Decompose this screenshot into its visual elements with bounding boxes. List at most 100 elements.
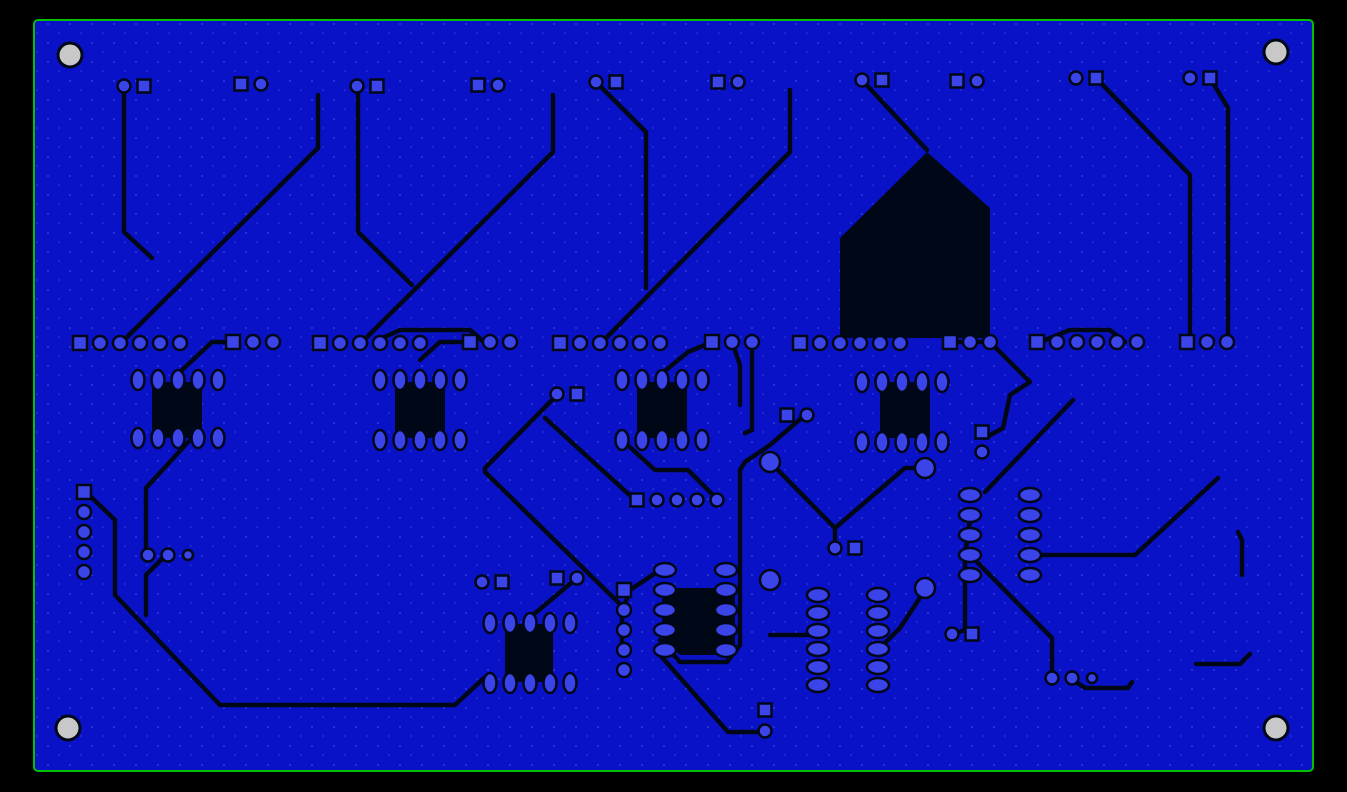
ic-pin-pad — [392, 428, 408, 452]
ic-pin-pad — [522, 671, 538, 695]
ic-pin-pad — [854, 370, 870, 394]
pin-pad — [474, 574, 490, 590]
header-pin-pad — [811, 334, 829, 352]
connector-pin-pad — [713, 561, 739, 579]
ic-pin-pad — [634, 368, 650, 392]
ic-pin-pad — [522, 611, 538, 635]
header-pin-pad — [75, 523, 93, 541]
pin-pad — [490, 77, 506, 93]
pin-pad — [588, 74, 604, 90]
ic-pin-pad — [542, 611, 558, 635]
header-pin-pad — [1068, 333, 1086, 351]
ic-pin-pad — [150, 426, 166, 450]
ic-pin-pad — [874, 370, 890, 394]
pin-pad — [649, 492, 665, 508]
header-pin-pad — [351, 334, 369, 352]
ic-pin-pad — [614, 368, 630, 392]
header-pin-pad — [391, 334, 409, 352]
pin-pad — [181, 548, 195, 562]
square-pin-pad — [71, 334, 89, 352]
ic-pin-pad — [432, 368, 448, 392]
pin-pad — [1182, 70, 1198, 86]
component-pads — [54, 38, 1290, 742]
ic-pin-pad — [542, 671, 558, 695]
header-pin-pad — [1108, 333, 1126, 351]
square-pin-pad — [75, 483, 93, 501]
connector-pin-pad — [805, 622, 831, 640]
pin-pad — [160, 547, 176, 563]
ic-pin-pad — [452, 368, 468, 392]
copper-traces — [83, 75, 1253, 735]
header-pin-pad — [131, 334, 149, 352]
mounting-hole — [1262, 38, 1290, 66]
connector-pin-pad — [652, 621, 678, 639]
square-pin-pad — [1178, 333, 1196, 351]
square-pin-pad — [629, 492, 645, 508]
connector-pin-pad — [865, 658, 891, 676]
ic-pin-pad — [482, 671, 498, 695]
ic-pin-pad — [694, 368, 710, 392]
pin-pad — [757, 723, 773, 739]
square-pin-pad — [710, 74, 726, 90]
ic-pin-pad — [894, 430, 910, 454]
square-pin-pad — [494, 574, 510, 590]
pin-pad — [799, 407, 815, 423]
ic-pin-pad — [170, 426, 186, 450]
square-pin-pad — [569, 386, 585, 402]
ic-pin-pad — [934, 370, 950, 394]
header-pin-pad — [615, 641, 633, 659]
square-pin-pad — [791, 334, 809, 352]
pin-pad — [569, 570, 585, 586]
connector-pin-pad — [713, 621, 739, 639]
header-pin-pad — [651, 334, 669, 352]
connector-pin-pad — [805, 586, 831, 604]
square-pin-pad — [369, 78, 385, 94]
ic-pin-pad — [674, 368, 690, 392]
connector-pin-pad — [865, 622, 891, 640]
ic-pin-pad — [210, 426, 226, 450]
connector-pin-pad — [865, 586, 891, 604]
ic-pin-pad — [654, 368, 670, 392]
ic-pin-pad — [562, 611, 578, 635]
ic-pin-pad — [412, 368, 428, 392]
ic-pin-pad — [482, 611, 498, 635]
header-pin-pad — [75, 563, 93, 581]
ic-pin-pad — [372, 368, 388, 392]
square-pin-pad — [964, 626, 980, 642]
ic-pin-pad — [432, 428, 448, 452]
connector-pin-pad — [1017, 546, 1043, 564]
connector-pin-pad — [865, 676, 891, 694]
header-pin-pad — [961, 333, 979, 351]
header-pin-pad — [75, 503, 93, 521]
pin-pad — [689, 492, 705, 508]
pin-pad — [1085, 671, 1099, 685]
ic-pin-pad — [412, 428, 428, 452]
square-pin-pad — [1088, 70, 1104, 86]
header-pin-pad — [871, 334, 889, 352]
ic-pin-pad — [694, 428, 710, 452]
header-pin-pad — [743, 333, 761, 351]
pin-pad — [944, 626, 960, 642]
header-pin-pad — [615, 601, 633, 619]
pin-pad — [549, 386, 565, 402]
header-pin-pad — [571, 334, 589, 352]
connector-pin-pad — [957, 506, 983, 524]
square-pin-pad — [941, 333, 959, 351]
ic-pin-pad — [452, 428, 468, 452]
square-pin-pad — [1028, 333, 1046, 351]
pin-pad — [140, 547, 156, 563]
square-pin-pad — [311, 334, 329, 352]
mounting-hole — [56, 41, 84, 69]
header-pin-pad — [631, 334, 649, 352]
connector-pin-pad — [652, 641, 678, 659]
square-pin-pad — [608, 74, 624, 90]
pin-pad — [669, 492, 685, 508]
pin-pad — [1068, 70, 1084, 86]
pin-pad — [974, 444, 990, 460]
test-point-pad — [758, 450, 782, 474]
ic-pin-pad — [190, 368, 206, 392]
connector-pin-pad — [713, 641, 739, 659]
ic-pin-pad — [914, 370, 930, 394]
ic-pin-pad — [854, 430, 870, 454]
header-pin-pad — [831, 334, 849, 352]
